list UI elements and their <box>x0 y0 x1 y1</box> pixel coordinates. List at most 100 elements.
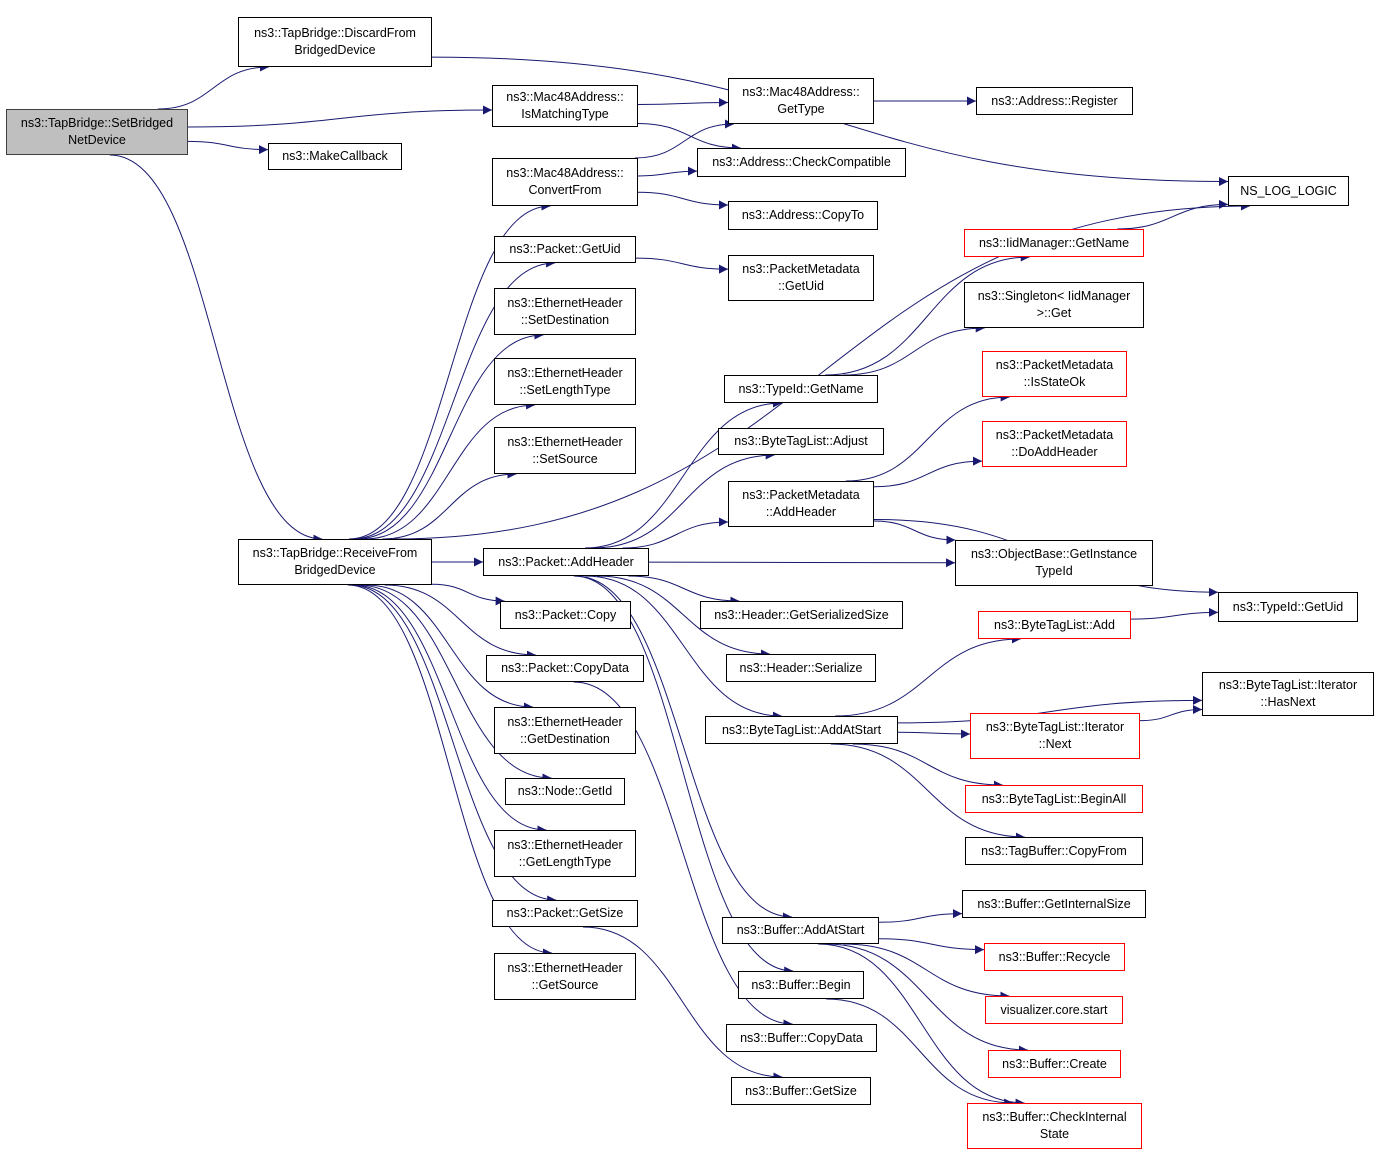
edge-packet-addheader-to-btl-addatstart <box>585 575 782 721</box>
node-typeid-getuid[interactable]: ns3::TypeId::GetUid <box>1218 592 1358 622</box>
node-buf-copydata[interactable]: ns3::Buffer::CopyData <box>726 1024 877 1052</box>
node-eth-getlen[interactable]: ns3::EthernetHeader::GetLengthType <box>494 830 636 877</box>
node-label-line: ns3::Packet::GetSize <box>506 906 624 920</box>
node-label-line: ns3::IidManager::GetName <box>978 235 1130 250</box>
edge-packet-getsize-to-buf-getsize <box>582 926 783 1082</box>
node-label-line: ::GetDestination <box>520 731 610 746</box>
node-label-line: ns3::PacketMetadata <box>742 488 860 502</box>
node-btl-beginall[interactable]: ns3::ByteTagList::BeginAll <box>965 785 1143 813</box>
edge-receive-from-to-ns-log-logic <box>394 201 1250 540</box>
node-label-line: >::Get <box>1036 306 1072 320</box>
node-label-line: ::Next <box>1038 737 1072 751</box>
node-label-line: BridgedDevice <box>294 43 376 57</box>
node-buf-create[interactable]: ns3::Buffer::Create <box>988 1050 1121 1078</box>
node-btl-add[interactable]: ns3::ByteTagList::Add <box>978 611 1131 639</box>
node-eth-getsrc[interactable]: ns3::EthernetHeader::GetSource <box>494 953 636 1000</box>
node-label-line: ns3::MakeCallback <box>282 149 388 163</box>
node-pm-doaddheader[interactable]: ns3::PacketMetadata::DoAddHeader <box>982 421 1127 467</box>
node-hdr-serialize[interactable]: ns3::Header::Serialize <box>726 654 876 682</box>
node-label-line: ns3::Packet::Copy <box>514 607 617 622</box>
edge-packet-addheader-to-hdr-serialize <box>597 575 770 659</box>
node-label-line: visualizer.core.start <box>1000 1002 1108 1017</box>
node-pm-isstateok[interactable]: ns3::PacketMetadata::IsStateOk <box>982 351 1127 397</box>
node-buf-recycle[interactable]: ns3::Buffer::Recycle <box>984 943 1125 971</box>
edge-mac-convert-to-mac-gettype <box>634 119 734 159</box>
node-tagbuf-copyfrom[interactable]: ns3::TagBuffer::CopyFrom <box>965 837 1143 865</box>
node-label-line: ns3::EthernetHeader <box>507 714 623 729</box>
node-label-line: ns3::EthernetHeader <box>507 837 623 852</box>
node-buf-getinternalsize[interactable]: ns3::Buffer::GetInternalSize <box>962 890 1146 918</box>
node-eth-setsrc[interactable]: ns3::EthernetHeader::SetSource <box>494 427 636 474</box>
node-buf-addatstart[interactable]: ns3::Buffer::AddAtStart <box>722 917 879 944</box>
node-pm-addheader[interactable]: ns3::PacketMetadata::AddHeader <box>728 481 874 527</box>
node-label-line: ns3::ByteTagList::Iterator <box>985 720 1125 734</box>
node-eth-setdest[interactable]: ns3::EthernetHeader::SetDestination <box>494 288 636 335</box>
edge-receive-from-to-node-getid <box>358 584 552 783</box>
node-mac-matching[interactable]: ns3::Mac48Address::IsMatchingType <box>492 85 638 127</box>
node-mac-gettype[interactable]: ns3::Mac48Address::GetType <box>728 78 874 124</box>
node-packet-copydata[interactable]: ns3::Packet::CopyData <box>486 655 644 682</box>
node-addr-copyto[interactable]: ns3::Address::CopyTo <box>728 201 878 230</box>
node-btl-adjust[interactable]: ns3::ByteTagList::Adjust <box>718 428 884 455</box>
node-label-line: ::SetLengthType <box>519 382 611 397</box>
edge-pm-addheader-to-pm-doaddheader <box>873 456 983 488</box>
node-label-line: ns3::Address::CheckCompatible <box>712 155 891 169</box>
node-node-getid[interactable]: ns3::Node::GetId <box>505 778 625 805</box>
node-label-line: NetDevice <box>68 133 126 147</box>
node-btl-iter-next[interactable]: ns3::ByteTagList::Iterator::Next <box>970 713 1140 759</box>
node-label-line: ::SetSource <box>532 451 598 466</box>
node-make-callback[interactable]: ns3::MakeCallback <box>268 143 402 170</box>
node-buf-begin[interactable]: ns3::Buffer::Begin <box>738 971 864 999</box>
edge-btl-addatstart-to-tagbuf-copyfrom <box>830 743 1025 842</box>
node-eth-getdest[interactable]: ns3::EthernetHeader::GetDestination <box>494 707 636 754</box>
node-label-line: ns3::Packet::AddHeader <box>498 554 634 569</box>
edge-pm-addheader-to-ob-getinstance <box>873 520 956 545</box>
node-btl-iter-hasnext[interactable]: ns3::ByteTagList::Iterator::HasNext <box>1202 672 1374 716</box>
node-label-line: ns3::EthernetHeader <box>507 434 623 449</box>
edge-receive-from-to-eth-setdest <box>356 330 544 540</box>
node-singleton-get[interactable]: ns3::Singleton< IidManager>::Get <box>964 282 1144 328</box>
node-label-line: ns3::TypeId::GetUid <box>1232 599 1344 614</box>
node-buf-getsize[interactable]: ns3::Buffer::GetSize <box>731 1077 871 1105</box>
node-label-line: ns3::ByteTagList::AddAtStart <box>721 722 882 737</box>
edge-buf-addatstart-to-buf-checkinternal <box>818 943 1025 1108</box>
node-typeid-getname[interactable]: ns3::TypeId::GetName <box>724 375 878 403</box>
node-label-line: ns3::ByteTagList::BeginAll <box>981 791 1127 806</box>
node-ns-log-logic[interactable]: NS_LOG_LOGIC <box>1228 176 1349 206</box>
node-packet-getsize[interactable]: ns3::Packet::GetSize <box>492 900 638 927</box>
node-label-line: NS_LOG_LOGIC <box>1240 183 1337 198</box>
node-label-line: ns3::ObjectBase::GetInstance <box>970 547 1138 561</box>
node-label-line: ::HasNext <box>1260 695 1316 709</box>
edge-set-bridged-to-make-callback <box>187 140 269 155</box>
node-packet-addheader[interactable]: ns3::Packet::AddHeader <box>483 548 649 576</box>
node-iid-getname[interactable]: ns3::IidManager::GetName <box>964 229 1144 257</box>
node-mac-convert[interactable]: ns3::Mac48Address::ConvertFrom <box>492 158 638 206</box>
edge-buf-addatstart-to-buf-recycle <box>878 938 985 955</box>
node-eth-setlen[interactable]: ns3::EthernetHeader::SetLengthType <box>494 358 636 405</box>
node-pm-getuid[interactable]: ns3::PacketMetadata::GetUid <box>728 255 874 301</box>
node-addr-check[interactable]: ns3::Address::CheckCompatible <box>697 148 906 177</box>
node-label-line: ns3::PacketMetadata <box>995 428 1114 442</box>
edge-receive-from-to-packet-getuid <box>351 258 556 540</box>
node-packet-copy[interactable]: ns3::Packet::Copy <box>500 601 631 629</box>
node-hdr-getsersize[interactable]: ns3::Header::GetSerializedSize <box>700 601 903 629</box>
node-btl-addatstart[interactable]: ns3::ByteTagList::AddAtStart <box>705 716 898 744</box>
edge-btl-addatstart-to-btl-add <box>835 634 1021 717</box>
edge-receive-from-to-eth-getsrc <box>347 584 552 958</box>
edge-btl-addatstart-to-btl-iter-next <box>897 729 971 739</box>
node-label-line: ns3::PacketMetadata <box>995 358 1114 372</box>
node-addr-register[interactable]: ns3::Address::Register <box>976 87 1133 115</box>
edge-receive-from-to-packet-getsize <box>350 584 557 905</box>
edge-packet-addheader-to-buf-addatstart <box>574 575 792 922</box>
node-packet-getuid[interactable]: ns3::Packet::GetUid <box>494 236 636 263</box>
node-vis-core-start[interactable]: visualizer.core.start <box>985 996 1123 1024</box>
node-label-line: ns3::Buffer::GetSize <box>745 1083 857 1098</box>
node-label-line: ns3::Mac48Address:: <box>742 85 860 99</box>
node-label-line: ns3::Singleton< IidManager <box>977 289 1131 303</box>
